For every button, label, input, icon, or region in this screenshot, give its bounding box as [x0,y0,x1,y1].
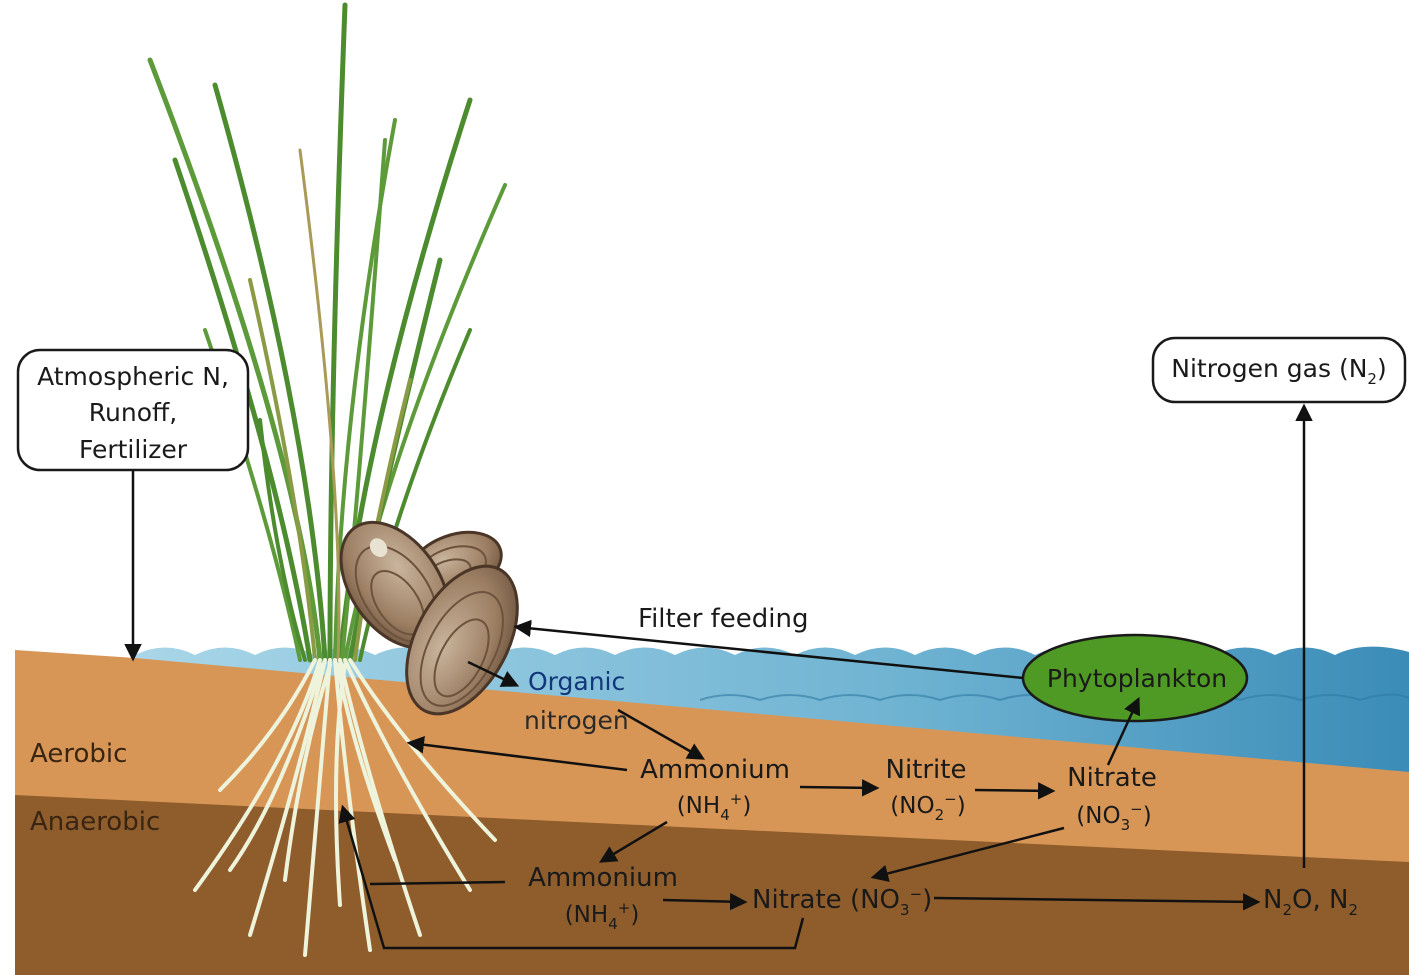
source-line-2: Runoff, [89,398,177,427]
aerobic-zone-label: Aerobic [30,739,127,769]
nitrous-oxide-label: N2O, N2 [1263,885,1358,919]
phytoplankton-label: Phytoplankton [1047,664,1227,693]
nitrogen-gas-box: Nitrogen gas (N2) [1153,338,1405,402]
ammonium-lower-name: Ammonium [528,863,678,893]
arrow-ammonium-to-nitrite [800,787,876,788]
organic-nitrogen-line-2: nitrogen [524,706,629,735]
nitrite-name: Nitrite [886,755,967,785]
ammonium-upper-name: Ammonium [640,755,790,785]
organic-nitrogen-line-1: Organic [528,667,625,696]
arrow-nitrite-to-nitrate [975,790,1052,791]
filter-feeding-label: Filter feeding [638,604,809,634]
nitrogen-gas-label: Nitrogen gas (N2) [1171,354,1386,388]
source-line-1: Atmospheric N, [37,362,229,391]
nitrate-upper-name: Nitrate [1067,763,1157,793]
anaerobic-zone-label: Anaerobic [30,807,160,837]
nitrogen-source-box: Atmospheric N, Runoff, Fertilizer [18,350,248,470]
source-line-3: Fertilizer [79,435,188,464]
